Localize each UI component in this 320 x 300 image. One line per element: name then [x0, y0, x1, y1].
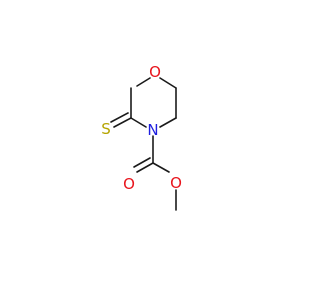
bond-c3-s-b: [110, 112, 129, 123]
bond-o1-c6: [159, 77, 177, 89]
atom-n-ring: N: [147, 121, 158, 139]
bond-ccarb-o-b: [133, 157, 151, 168]
atom-o-ring: O: [149, 63, 161, 81]
structure-drawing: O N S O O: [101, 63, 182, 211]
bond-n4-c3: [130, 117, 147, 128]
atom-s-thione: S: [101, 120, 111, 138]
bond-c2-o1: [136, 77, 151, 87]
bond-c3-s-a: [113, 117, 132, 128]
bond-ccarb-oester: [152, 162, 170, 173]
bond-c5-n4: [159, 117, 177, 128]
atom-o-ester: O: [170, 174, 182, 192]
molecule-canvas: O N S O O: [101, 63, 182, 211]
bond-ccarb-o-a: [136, 162, 154, 173]
atom-o-carbonyl: O: [123, 175, 135, 193]
